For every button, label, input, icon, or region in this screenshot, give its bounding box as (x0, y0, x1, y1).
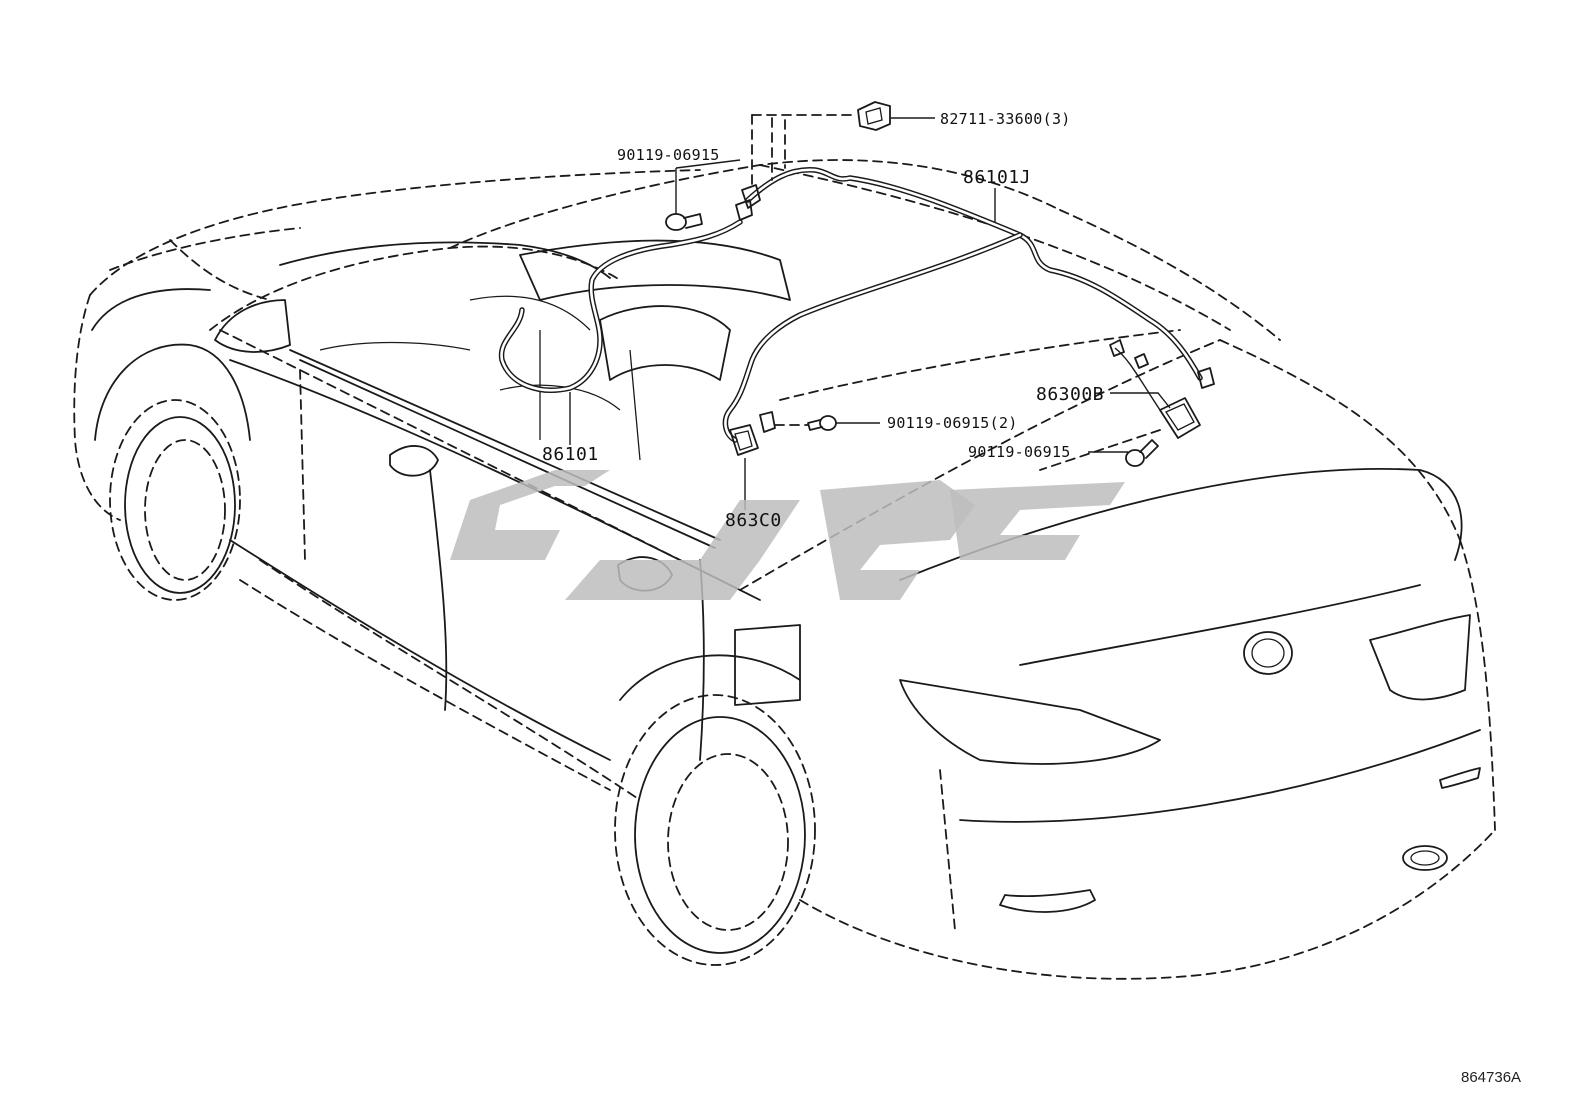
label-pillar-wire-part-number: 86101 (542, 444, 599, 465)
watermark-logo (450, 470, 1125, 600)
clip-part-icon (857, 101, 891, 131)
label-bolt-top-part-number: 90119-06915 (617, 146, 720, 164)
leader-lines (569, 114, 1171, 510)
label-antenna-part-number: 863C0 (725, 510, 782, 531)
label-bolt-mid-part-number: 90119-06915(2) (887, 414, 1018, 432)
label-clip-part-number: 82711-33600(3) (940, 110, 1071, 128)
label-amplifier-part-number: 86300B (1036, 384, 1104, 405)
car-body-outline (73, 159, 1496, 980)
wire-harness-pillar (498, 219, 743, 393)
bolt-icon-mid (807, 415, 837, 431)
antenna-unit-icon (729, 411, 776, 456)
wire-harness-roof (722, 167, 1203, 443)
label-bolt-right-part-number: 90119-06915 (968, 443, 1071, 461)
bolt-icon-right (1125, 439, 1159, 467)
label-roof-wire-part-number: 86101J (963, 167, 1031, 188)
roof-clip-icon (735, 184, 761, 221)
figure-reference-number: 864736A (1461, 1069, 1521, 1086)
amplifier-module-icon (1109, 339, 1215, 439)
bolt-icon-top (665, 213, 703, 231)
